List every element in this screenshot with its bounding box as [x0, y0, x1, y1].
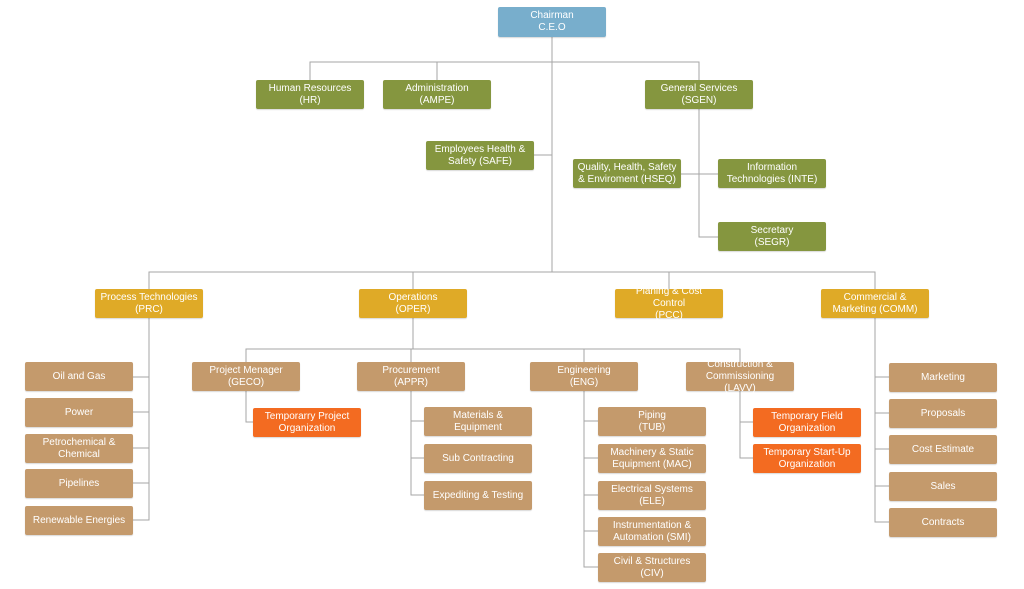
org-node-cost: Cost Estimate [889, 435, 997, 464]
org-node-ceo: Chairman C.E.O [498, 7, 606, 37]
org-node-mac: Machinery & Static Equipment (MAC) [598, 444, 706, 473]
org-node-ampe: Administration (AMPE) [383, 80, 491, 109]
org-node-comm: Commercial & Marketing (COMM) [821, 289, 929, 318]
connector-line [410, 391, 424, 496]
connector-line [148, 271, 876, 289]
org-node-tso: Temporary Start-Up Organization [753, 444, 861, 473]
org-node-pipe: Pipelines [25, 469, 133, 498]
org-node-prc: Process Technologies (PRC) [95, 289, 203, 318]
org-node-exp: Expediting & Testing [424, 481, 532, 510]
org-node-inte: Information Technologies (INTE) [718, 159, 826, 188]
connector-line [245, 348, 741, 362]
org-node-sales: Sales [889, 472, 997, 501]
org-node-segr: Secretary (SEGR) [718, 222, 826, 251]
org-node-geco: Project Menager (GECO) [192, 362, 300, 391]
connector-line [874, 318, 889, 523]
connector-line [245, 391, 253, 423]
org-node-tub: Piping (TUB) [598, 407, 706, 436]
org-node-civ: Civil & Structures (CIV) [598, 553, 706, 582]
org-node-hr: Human Resources (HR) [256, 80, 364, 109]
org-node-mkt: Marketing [889, 363, 997, 392]
org-node-appr: Procurement (APPR) [357, 362, 465, 391]
org-node-sub: Sub Contracting [424, 444, 532, 473]
org-node-smi: Instrumentation & Automation (SMI) [598, 517, 706, 546]
connector-line [739, 391, 753, 459]
org-node-oil: Oil and Gas [25, 362, 133, 391]
org-node-petro: Petrochemical & Chemical [25, 434, 133, 463]
org-node-lavv: Construction & Commissioning (LAVV) [686, 359, 794, 394]
org-node-contr: Contracts [889, 508, 997, 537]
connector-line [133, 318, 150, 521]
org-node-mat: Materials & Equipment [424, 407, 532, 436]
connector-line [309, 61, 700, 80]
org-node-sgen: General Services (SGEN) [645, 80, 753, 109]
org-node-tpo: Temporarry Project Organization [253, 408, 361, 437]
org-node-tfo: Temporary Field Organization [753, 408, 861, 437]
org-node-pcc: Planing & Cost Control (PCC) [615, 286, 723, 321]
org-node-renew: Renewable Energies [25, 506, 133, 535]
org-node-ele: Electrical Systems (ELE) [598, 481, 706, 510]
org-node-prop: Proposals [889, 399, 997, 428]
org-node-eng: Engineering (ENG) [530, 362, 638, 391]
connector-line [698, 109, 718, 238]
org-node-safe: Employees Health & Safety (SAFE) [426, 141, 534, 170]
org-node-oper: Operations (OPER) [359, 289, 467, 318]
org-node-power: Power [25, 398, 133, 427]
connector-line [583, 391, 598, 568]
org-node-hseq: Quality, Health, Safety & Enviroment (HS… [573, 159, 681, 188]
